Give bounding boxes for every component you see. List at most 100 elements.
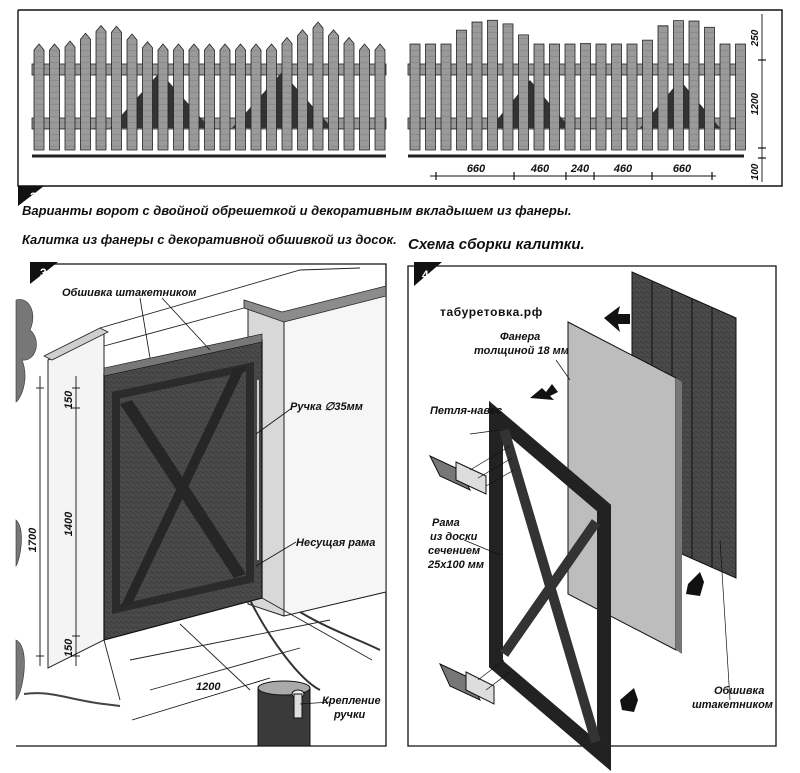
dim-100: 100 [750, 163, 761, 180]
hinge-bottom [438, 662, 495, 705]
label-hinge: Петля-навес [430, 405, 502, 417]
fig4-guides [463, 359, 731, 701]
label-handle: Ручка ∅35мм [290, 401, 363, 413]
fig2-dim-labels: 660 460 240 460 660 250 1200 100 2 [30, 29, 761, 204]
fig3-caption: Калитка из фанеры с декоративной обшивко… [22, 232, 397, 247]
label-handle-mount-1: Крепление [322, 695, 381, 707]
fence-picket [564, 43, 576, 151]
label-frame-3: сечением [428, 545, 480, 557]
gate-fig3 [103, 333, 263, 641]
dim-460-right: 460 [613, 163, 633, 175]
fence-picket [518, 34, 529, 151]
dim-1700: 1700 [27, 527, 39, 552]
fig4-arrows [530, 306, 704, 712]
fence-picket [471, 21, 483, 151]
fence-variant-pointed [31, 21, 387, 158]
fig2-number: 2 [30, 190, 37, 204]
dim-460-left: 460 [530, 163, 550, 175]
fence-picket [173, 43, 184, 151]
fig4-title: Схема сборки калитки. [408, 236, 585, 253]
fence-picket [626, 43, 638, 151]
fence-picket [142, 41, 153, 151]
fence-picket [235, 43, 246, 151]
fence-picket [219, 43, 231, 151]
plywood-sheet [567, 321, 682, 654]
label-plywood-1: Фанера [500, 331, 540, 343]
dim-150-top: 150 [63, 390, 75, 409]
dim-1400: 1400 [63, 511, 75, 536]
fence-picket [673, 20, 684, 151]
fence-picket [281, 36, 293, 151]
fence-picket [719, 43, 731, 151]
fence-picket [611, 43, 622, 151]
fig2-caption: Варианты ворот с двойной обрешеткой и де… [22, 203, 572, 218]
fig2-dimension-bottom [430, 172, 716, 180]
fence-picket [487, 19, 498, 151]
fence-picket [49, 43, 60, 151]
fence-picket [157, 43, 169, 151]
fence-variant-arched [407, 19, 746, 158]
fence-picket [502, 23, 514, 151]
label-plywood-2: толщиной 18 мм [474, 345, 569, 357]
label-cladding-1: Обшивка [714, 685, 764, 697]
foliage-left [15, 299, 37, 701]
fence-picket [111, 25, 122, 151]
fence-picket [657, 25, 669, 151]
fence-picket [425, 43, 436, 151]
fence-picket [33, 43, 45, 151]
fence-picket [580, 43, 591, 151]
fig3-leaders [139, 297, 331, 705]
fence-picket [549, 43, 560, 151]
fence-picket [704, 26, 715, 151]
fig3-number: 3 [40, 266, 47, 280]
fence-picket [266, 43, 277, 151]
fence-picket [374, 43, 386, 151]
label-frame-1: Рама [432, 517, 460, 529]
fence-picket [688, 20, 700, 151]
fig4-text: 4 табуретовка.рф Фанера толщиной 18 мм П… [422, 268, 773, 711]
label-cladding: Обшивка штакетником [62, 287, 196, 299]
label-frame: Несущая рама [296, 537, 375, 549]
fence-picket [328, 29, 339, 151]
fence-picket [188, 43, 200, 151]
dim-1200: 1200 [750, 92, 761, 115]
fig3-text: 3 Обшивка штакетником Ручка ∅35мм Несуща… [27, 266, 381, 721]
dim-250: 250 [750, 29, 761, 47]
fig4-number: 4 [422, 268, 429, 282]
dim-1200-width: 1200 [196, 681, 221, 693]
fence-picket [204, 43, 215, 151]
fig3-dimensions [36, 376, 271, 721]
dim-660-right: 660 [673, 163, 692, 175]
fence-picket [409, 43, 421, 151]
hinge-top [428, 454, 487, 495]
fence-picket [533, 43, 545, 151]
fence-picket [359, 43, 370, 151]
fence-picket [642, 39, 653, 151]
fence-picket [735, 43, 746, 151]
fence-picket [312, 21, 324, 151]
fig2-dimension-right [758, 14, 766, 182]
dim-240: 240 [570, 163, 590, 175]
fig2-panel [17, 9, 783, 206]
right-pillar [243, 285, 387, 617]
fence-picket [595, 43, 607, 151]
handle-post [257, 680, 311, 747]
label-cladding-2: штакетником [692, 699, 773, 711]
fence-picket [95, 24, 107, 151]
fence-picket [456, 29, 467, 151]
fig3-panel [15, 262, 387, 747]
dim-660-left: 660 [467, 163, 486, 175]
fence-picket [297, 29, 308, 151]
fence-picket [250, 43, 262, 151]
fig4-panel [407, 262, 777, 772]
label-handle-mount-2: ручки [333, 709, 366, 721]
label-frame-4: 25x100 мм [427, 559, 484, 571]
wall-cap [99, 267, 361, 347]
site-label: табуретовка.рф [440, 305, 543, 319]
gate-frame-fig4 [489, 400, 611, 772]
label-frame-2: из доски [430, 531, 478, 543]
dim-150-bottom: 150 [63, 638, 75, 657]
fence-picket [440, 43, 452, 151]
ground-fig3 [23, 597, 381, 707]
